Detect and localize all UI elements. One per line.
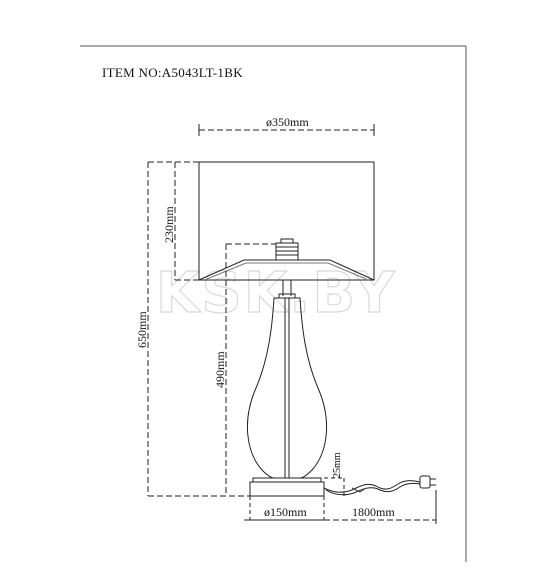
dim-total-height-line <box>147 161 250 497</box>
dim-base-height-line <box>324 477 345 496</box>
dim-cord-length-line <box>324 490 437 524</box>
dim-body-height-line <box>225 243 276 496</box>
dim-total-height: 650mm <box>135 311 149 348</box>
dim-shade-height-line <box>174 162 199 281</box>
watermark: KSK.BY <box>156 261 397 326</box>
plug-icon <box>419 475 436 489</box>
dim-base-diameter: ø150mm <box>264 505 307 519</box>
lamp-base <box>249 477 325 497</box>
power-cord <box>323 480 421 496</box>
lamp-socket <box>275 238 299 261</box>
dim-cord-length: 1800mm <box>352 505 395 519</box>
dim-shade-diameter-line <box>198 124 375 136</box>
item-number: ITEM NO:A5043LT-1BK <box>102 65 243 80</box>
dim-base-height: 25mm <box>332 452 343 478</box>
dim-body-height: 490mm <box>213 351 227 388</box>
dim-shade-height: 230mm <box>162 206 176 243</box>
dim-base-diameter-line <box>244 496 330 521</box>
dim-shade-diameter: ø350mm <box>266 115 309 129</box>
